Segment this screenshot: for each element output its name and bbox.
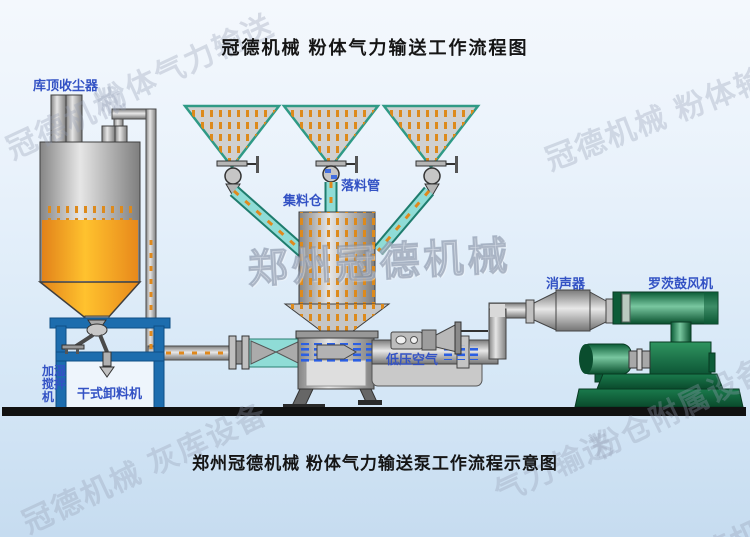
feed-funnel-3 xyxy=(381,104,481,197)
collection-hopper xyxy=(283,211,391,345)
label-low-pressure-air: 低压空气 xyxy=(386,352,439,367)
feed-funnel-1 xyxy=(182,104,282,197)
page-title: 冠德机械 粉体气力输送工作流程图 xyxy=(221,38,529,58)
valve-indicator xyxy=(331,175,337,179)
label-dry-discharger: 干式卸料机 xyxy=(77,386,143,401)
label-dust-collector: 库顶收尘器 xyxy=(33,78,99,93)
ground-line xyxy=(2,407,746,416)
label-collect-bin: 集料仓 xyxy=(283,193,323,208)
page-caption: 郑州冠德机械 粉体气力输送泵工作流程示意图 xyxy=(192,454,558,473)
drop-pipes xyxy=(229,182,434,258)
storage-silo xyxy=(37,94,142,324)
venturi-inlet xyxy=(228,335,302,370)
valve-indicator xyxy=(325,169,331,173)
conveying-pump xyxy=(283,337,389,410)
roots-blower xyxy=(574,291,744,408)
discharger-assembly xyxy=(61,319,115,378)
feed-funnel-2 xyxy=(281,104,381,183)
label-mixer: 加湿搅拌机 xyxy=(42,364,67,404)
label-roots-blower: 罗茨鼓风机 xyxy=(648,276,714,291)
label-drop-pipe: 落料管 xyxy=(341,178,381,193)
label-muffler: 消声器 xyxy=(546,276,586,291)
muffler xyxy=(525,289,615,332)
elbow-pipe xyxy=(488,302,531,360)
check-valve xyxy=(390,321,488,355)
